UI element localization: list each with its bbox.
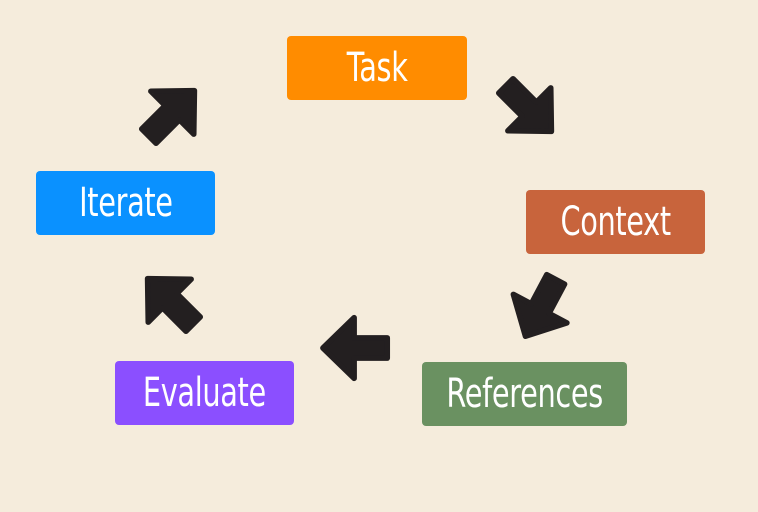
context-node: Context [526, 190, 705, 254]
arrow-evaluate-to-iterate [144, 275, 204, 335]
iterate-node: Iterate [36, 171, 215, 235]
task-node: Task [287, 36, 467, 100]
context-label: Context [560, 199, 671, 245]
references-node: References [422, 362, 627, 426]
task-label: Task [346, 45, 408, 91]
evaluate-label: Evaluate [143, 370, 266, 416]
iterate-label: Iterate [78, 180, 173, 226]
arrow-task-to-context [495, 75, 555, 135]
evaluate-node: Evaluate [115, 361, 294, 425]
references-label: References [446, 371, 603, 417]
arrow-context-to-references [510, 271, 570, 340]
arrow-references-to-evaluate [320, 314, 391, 382]
arrow-iterate-to-task [138, 87, 198, 147]
